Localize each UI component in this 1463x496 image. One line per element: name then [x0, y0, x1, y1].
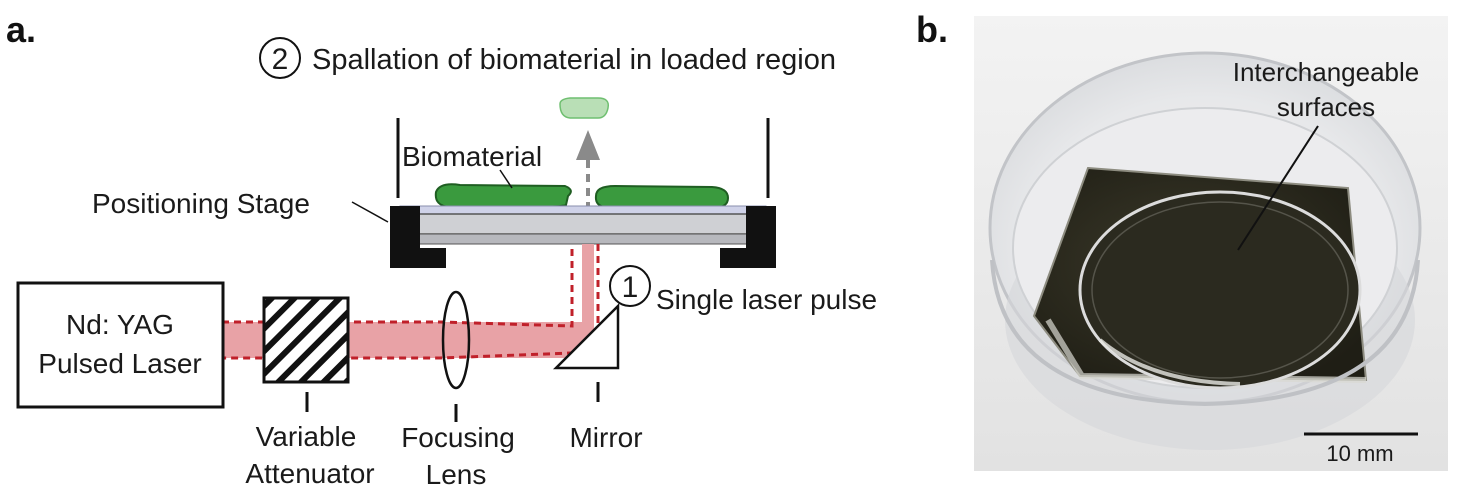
step-2-label: Spallation of biomaterial in loaded regi…: [312, 44, 836, 76]
surface-glare: [1098, 338, 1241, 386]
focusing-lens: [441, 290, 471, 390]
attenuator-block: [262, 296, 350, 384]
step-1-label: Single laser pulse: [656, 284, 877, 315]
circular-surface: [1078, 190, 1362, 390]
stage-clamp-left: [390, 206, 446, 268]
annotation-line2: surfaces: [1277, 92, 1375, 122]
stage-pointer: [351, 201, 389, 223]
attenuator-label-line2: Attenuator: [245, 458, 374, 489]
biomaterial-right: [594, 184, 730, 210]
mirror-prism: [552, 302, 620, 370]
spall-arrowhead: [576, 130, 600, 160]
step-1-circle: [609, 265, 651, 307]
petri-dish-photo: [988, 51, 1422, 450]
panel-a-letter: a.: [6, 9, 36, 50]
annotation-pointer: [1237, 125, 1319, 251]
circular-surface-inner: [1091, 201, 1349, 379]
biomaterial-label: Biomaterial: [402, 141, 542, 172]
biomaterial-pointer: [499, 169, 513, 189]
lens-label-line2: Lens: [426, 459, 487, 490]
annotation-line1: Interchangeable: [1233, 57, 1419, 87]
step-1-number: 1: [622, 271, 639, 304]
stage-top: [403, 213, 757, 235]
attenuator-label-line1: Variable: [256, 421, 357, 452]
scale-bar-label: 10 mm: [1326, 441, 1393, 466]
laser-label-line1: Nd: YAG: [66, 309, 174, 340]
mirror-label: Mirror: [569, 422, 642, 453]
dish-front-lip: [990, 259, 1420, 407]
laser-label-line2: Pulsed Laser: [38, 348, 201, 379]
panel-b-letter: b.: [916, 9, 948, 50]
panel-b: b. Interchangeable surfaces 10 mm: [916, 9, 1448, 471]
step-2-number: 2: [272, 43, 289, 76]
stage-clamp-right: [720, 206, 776, 268]
stage-bottom: [403, 233, 757, 245]
biomaterial-left: [434, 183, 572, 209]
step-2-circle: [259, 37, 301, 79]
panel-a: a. 2 Spallation of biomaterial in loaded…: [6, 9, 877, 490]
step-2-marker: 2: [259, 37, 301, 79]
stage-label: Positioning Stage: [92, 188, 310, 219]
step-1-marker: 1: [609, 265, 651, 307]
spalled-fragment: [559, 97, 610, 119]
laser-box: [16, 281, 225, 409]
lens-label-line1: Focusing: [401, 422, 515, 453]
